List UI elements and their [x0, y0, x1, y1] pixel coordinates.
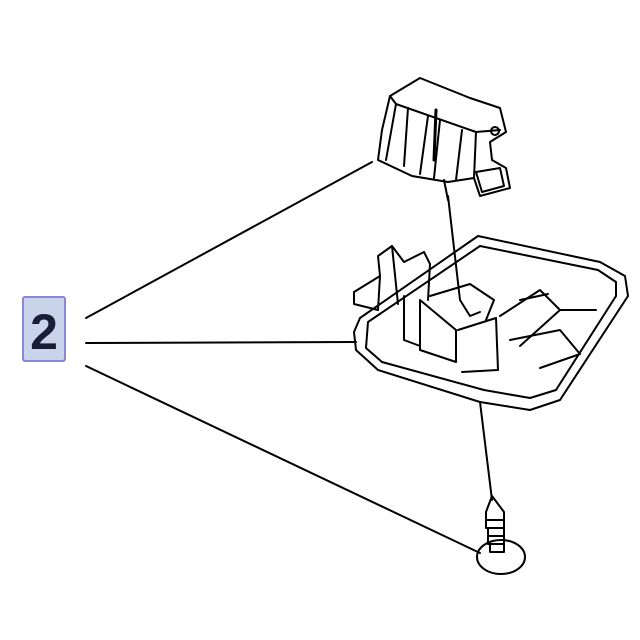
assembly-axis-line — [447, 195, 461, 301]
switch-connector-part — [377, 77, 511, 201]
lamp-housing-part — [353, 235, 629, 411]
part-number-callout[interactable]: 2 — [22, 296, 66, 362]
screw-axis-line — [479, 401, 493, 501]
screw-part — [476, 495, 526, 575]
leader-lines — [85, 161, 481, 554]
part-number-label: 2 — [30, 304, 58, 360]
